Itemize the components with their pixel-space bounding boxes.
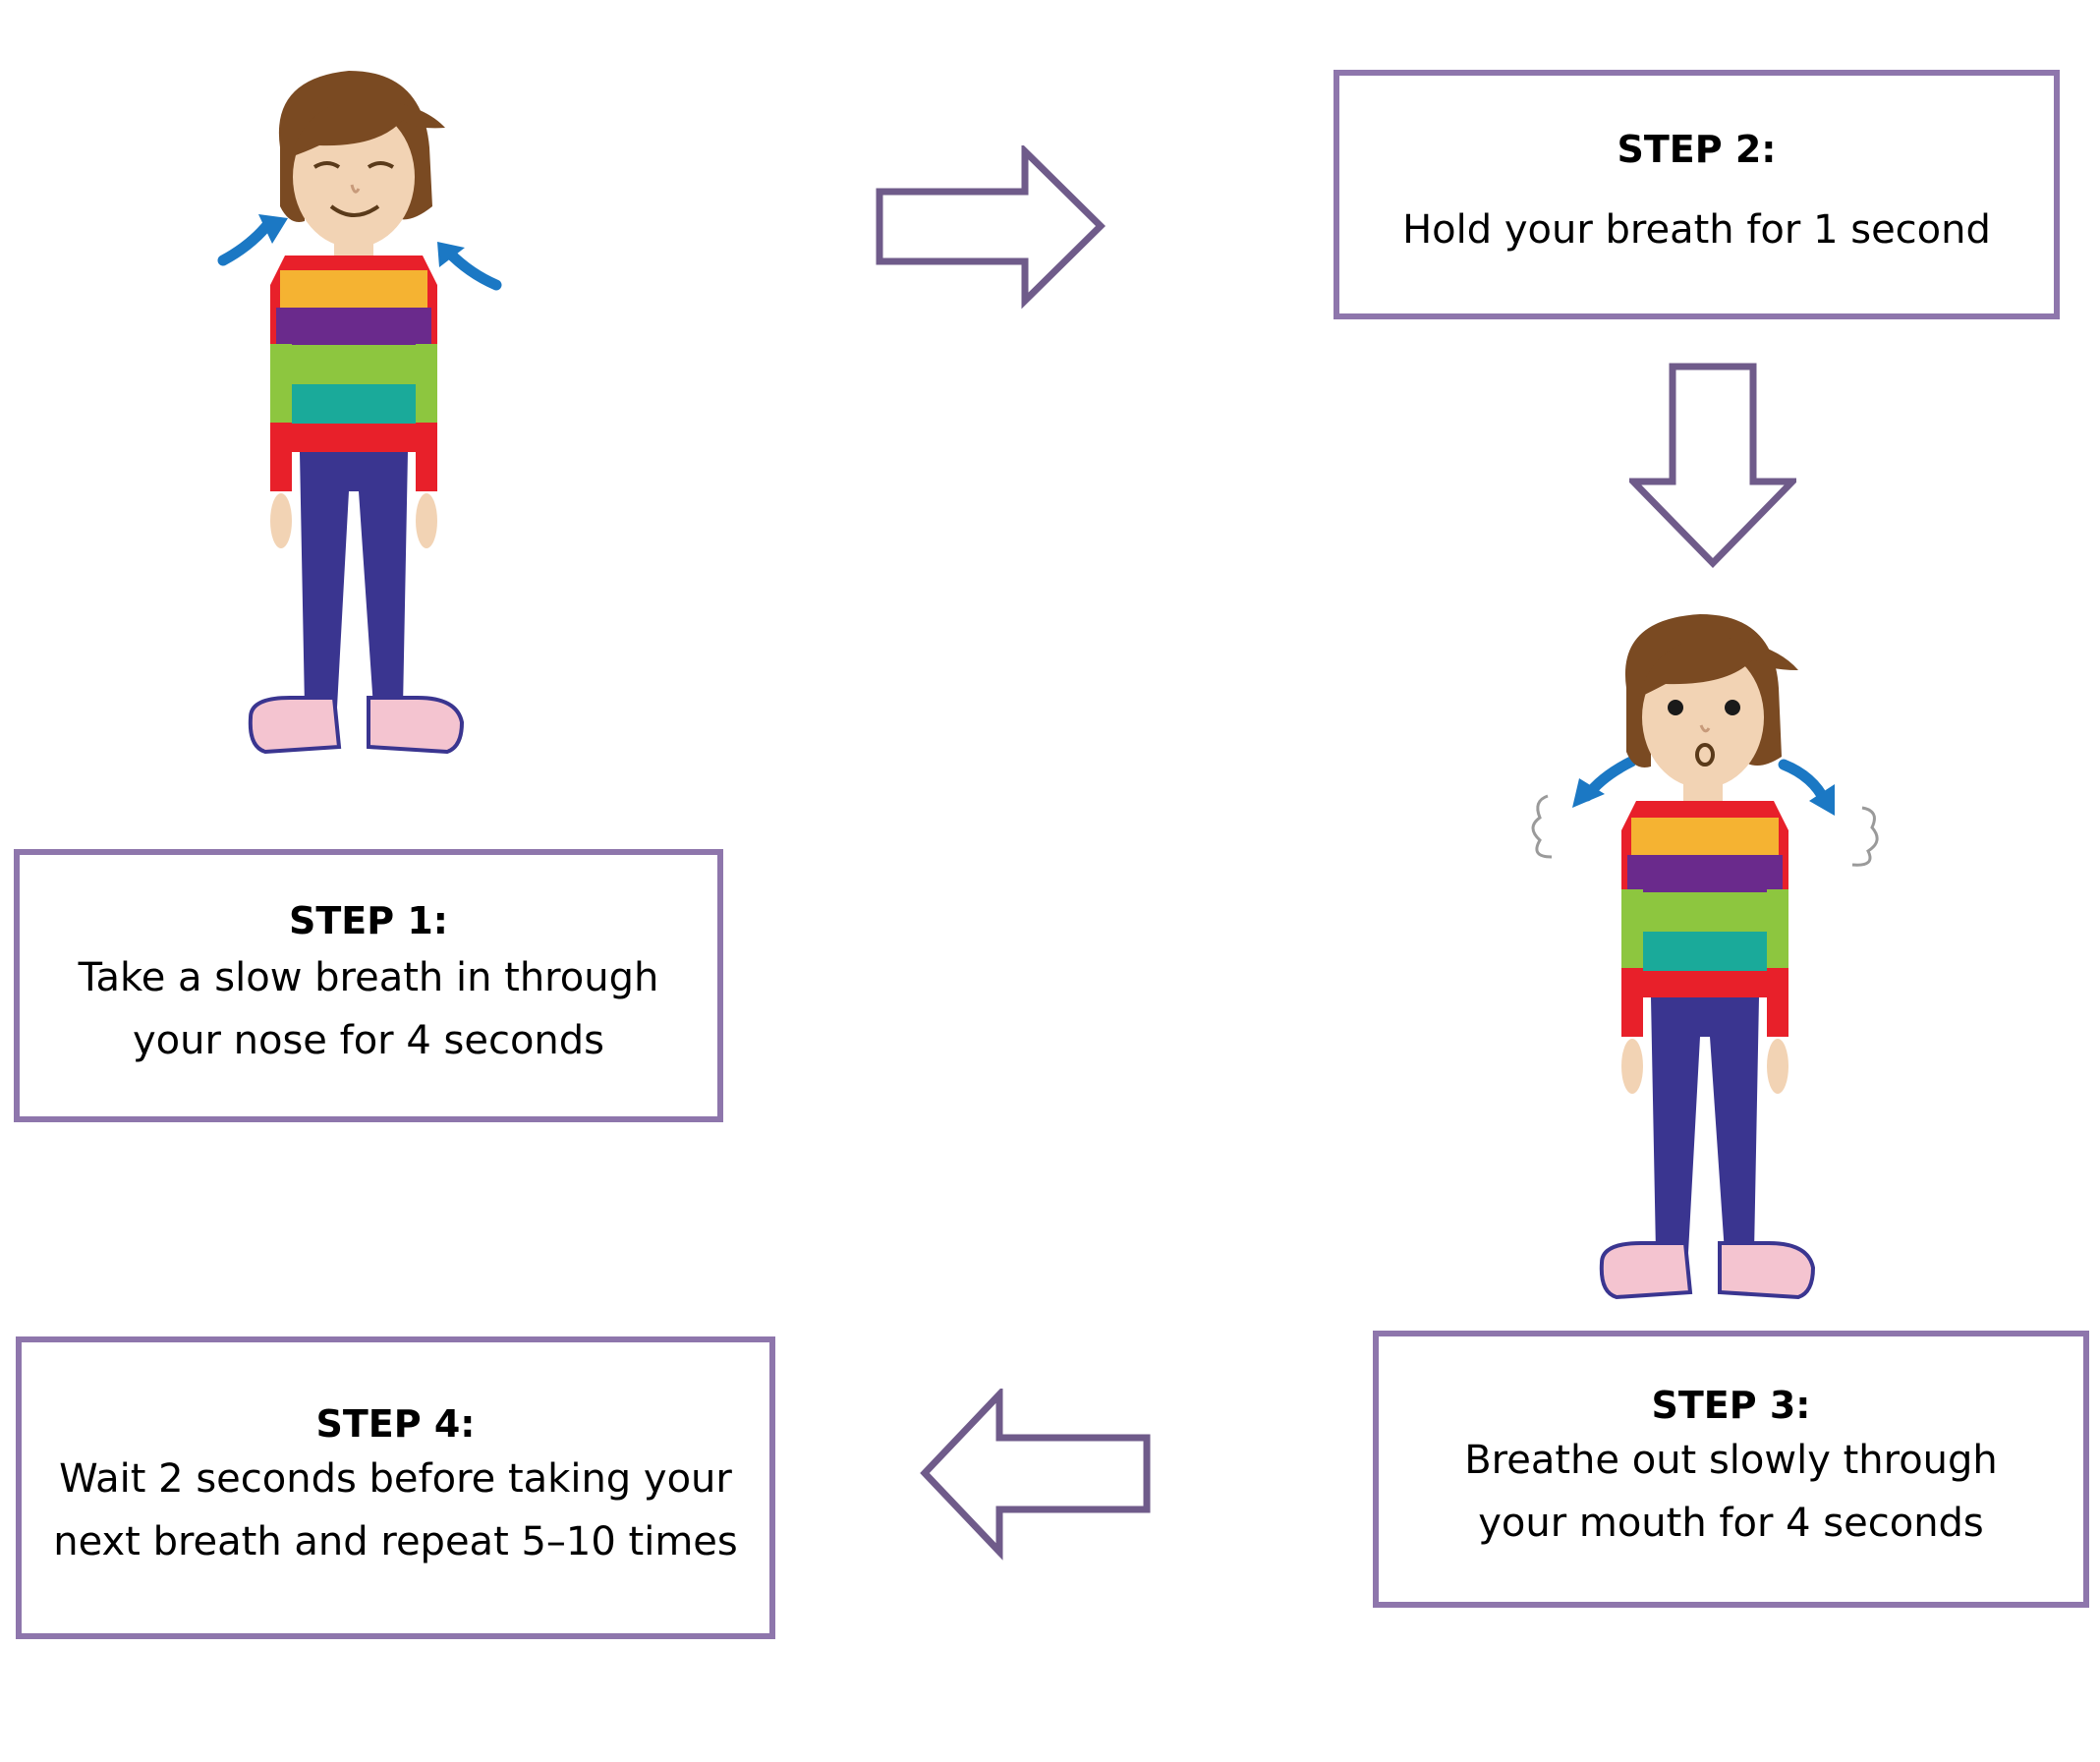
- step-3-title: STEP 3:: [1651, 1384, 1811, 1428]
- child-breathing-in-figure: [217, 71, 502, 755]
- left-arrow-icon: [920, 1389, 1151, 1561]
- right-arrow-icon: [876, 145, 1106, 310]
- shoe-left-icon: [248, 696, 342, 755]
- breath-in-arrow-left-icon: [217, 218, 274, 266]
- breath-puff-right-icon: [1851, 806, 1879, 867]
- step-3-line-1: Breathe out slowly through: [1464, 1437, 1998, 1483]
- striped-sweater: [1621, 801, 1788, 997]
- step-1-line-1: Take a slow breath in through: [78, 954, 659, 1000]
- shoe-right-icon: [1718, 1241, 1816, 1300]
- step-4-line-1: Wait 2 seconds before taking your: [59, 1455, 732, 1502]
- step-2-box: STEP 2: Hold your breath for 1 second: [1334, 70, 2060, 319]
- step-4-title: STEP 4:: [315, 1402, 476, 1447]
- down-arrow-icon: [1629, 363, 1796, 568]
- step-1-line-2: your nose for 4 seconds: [132, 1017, 605, 1063]
- step-2-line-1: Hold your breath for 1 second: [1402, 206, 1991, 253]
- step-2-title: STEP 2:: [1617, 128, 1777, 172]
- child-breathing-out-figure: [1531, 614, 1879, 1300]
- shoe-left-icon: [1599, 1241, 1693, 1300]
- step-3-line-2: your mouth for 4 seconds: [1478, 1500, 1984, 1546]
- step-1-title: STEP 1:: [289, 899, 448, 943]
- shoe-right-icon: [367, 696, 465, 755]
- breath-in-arrow-right-icon: [441, 245, 502, 291]
- breath-puff-left-icon: [1531, 794, 1553, 859]
- step-4-line-2: next breath and repeat 5–10 times: [53, 1518, 738, 1564]
- step-3-box: STEP 3: Breathe out slowly through your …: [1373, 1331, 2089, 1608]
- step-4-box: STEP 4: Wait 2 seconds before taking you…: [16, 1336, 775, 1639]
- striped-sweater: [270, 256, 437, 452]
- step-1-box: STEP 1: Take a slow breath in through yo…: [14, 849, 723, 1122]
